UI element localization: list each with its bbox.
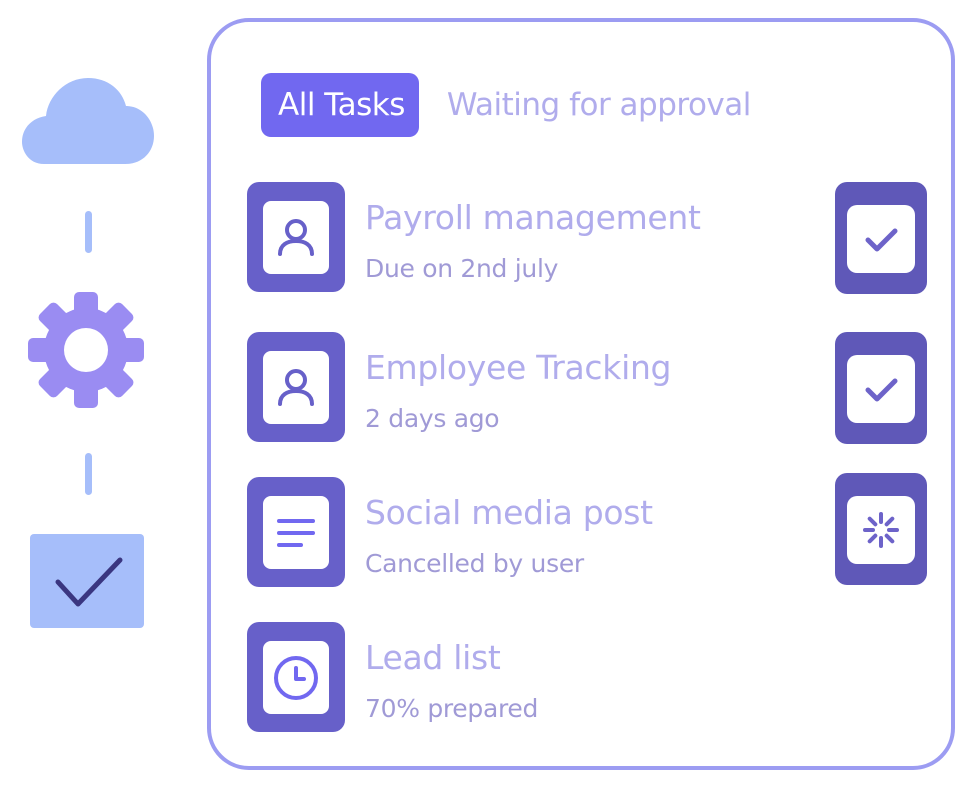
check-icon (847, 205, 915, 273)
tab-bar: All Tasks Waiting for approval (261, 72, 751, 138)
gear-icon (26, 290, 146, 410)
status-loading-social-media[interactable] (835, 473, 927, 585)
task-subtitle: 2 days ago (365, 404, 500, 433)
task-row-payroll[interactable]: Payroll management Due on 2nd july (247, 182, 887, 292)
clock-icon (263, 641, 329, 714)
task-title: Payroll management (365, 198, 701, 237)
task-card: All Tasks Waiting for approval Payroll m… (207, 18, 955, 770)
tab-waiting-for-approval[interactable]: Waiting for approval (446, 87, 752, 123)
task-row-social-media[interactable]: Social media post Cancelled by user (247, 477, 887, 587)
loading-spinner-icon (847, 496, 915, 564)
task-icon-tile (247, 182, 345, 292)
check-icon (847, 355, 915, 423)
task-icon-tile (247, 477, 345, 587)
task-title: Employee Tracking (365, 348, 672, 387)
task-subtitle: Cancelled by user (365, 549, 584, 578)
user-icon (263, 201, 329, 274)
task-row-employee-tracking[interactable]: Employee Tracking 2 days ago (247, 332, 887, 442)
user-icon (263, 351, 329, 424)
document-lines-icon (263, 496, 329, 569)
task-title: Social media post (365, 493, 653, 532)
task-title: Lead list (365, 638, 501, 677)
task-icon-tile (247, 622, 345, 732)
task-subtitle: 70% prepared (365, 694, 539, 723)
check-icon (30, 534, 144, 628)
task-icon-tile (247, 332, 345, 442)
status-checkbox-employee-tracking[interactable] (835, 332, 927, 444)
task-subtitle: Due on 2nd july (365, 254, 559, 283)
task-row-lead-list[interactable]: Lead list 70% prepared (247, 622, 887, 732)
tab-all-tasks[interactable]: All Tasks (261, 73, 419, 137)
connector-line (85, 211, 92, 253)
connector-line (85, 453, 92, 495)
cloud-icon (22, 78, 154, 166)
status-checkbox-payroll[interactable] (835, 182, 927, 294)
